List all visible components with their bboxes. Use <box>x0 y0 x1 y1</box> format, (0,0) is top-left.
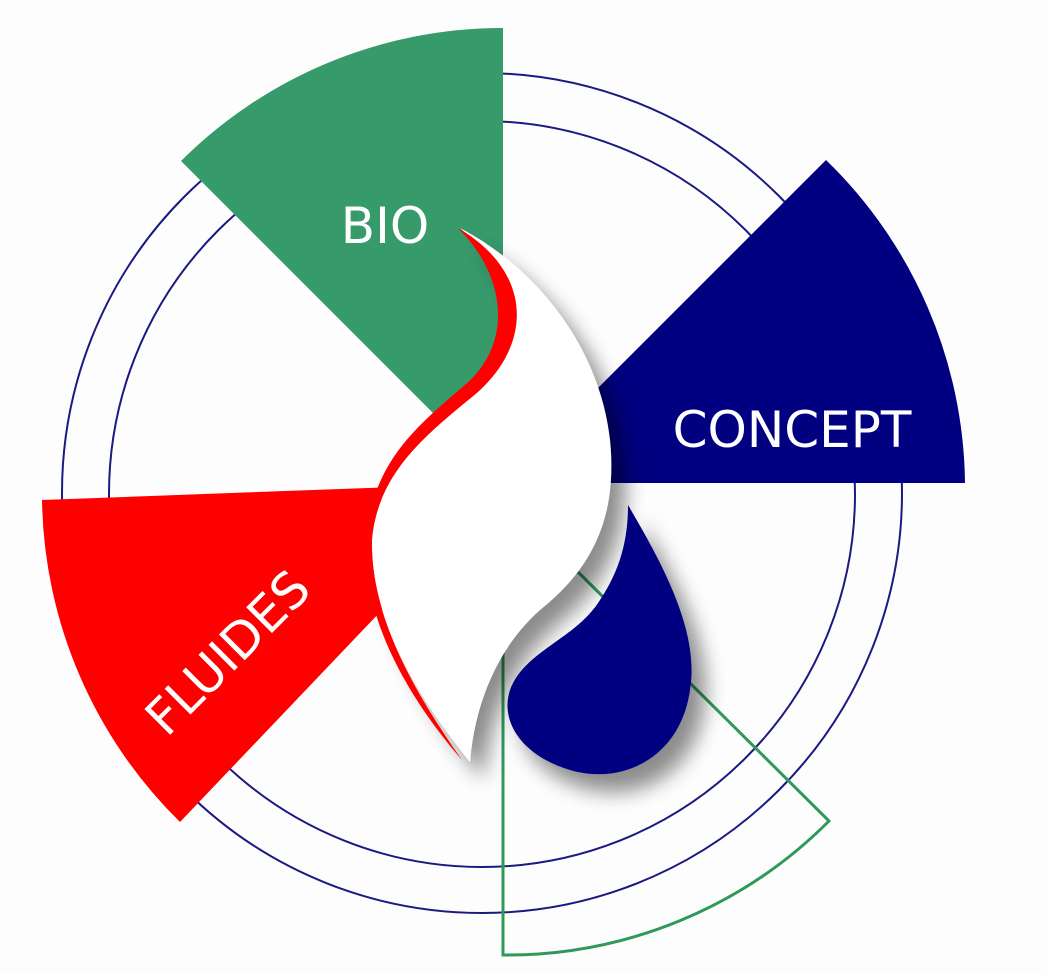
blue-drop <box>507 505 692 775</box>
concept-sector <box>503 160 965 483</box>
green-outline-sector <box>501 570 832 957</box>
bio-label: BIO <box>341 197 429 255</box>
white-flame <box>371 228 612 762</box>
concept-label: CONCEPT <box>673 401 912 459</box>
red-crescent <box>365 228 517 760</box>
bio-sector <box>181 27 503 483</box>
